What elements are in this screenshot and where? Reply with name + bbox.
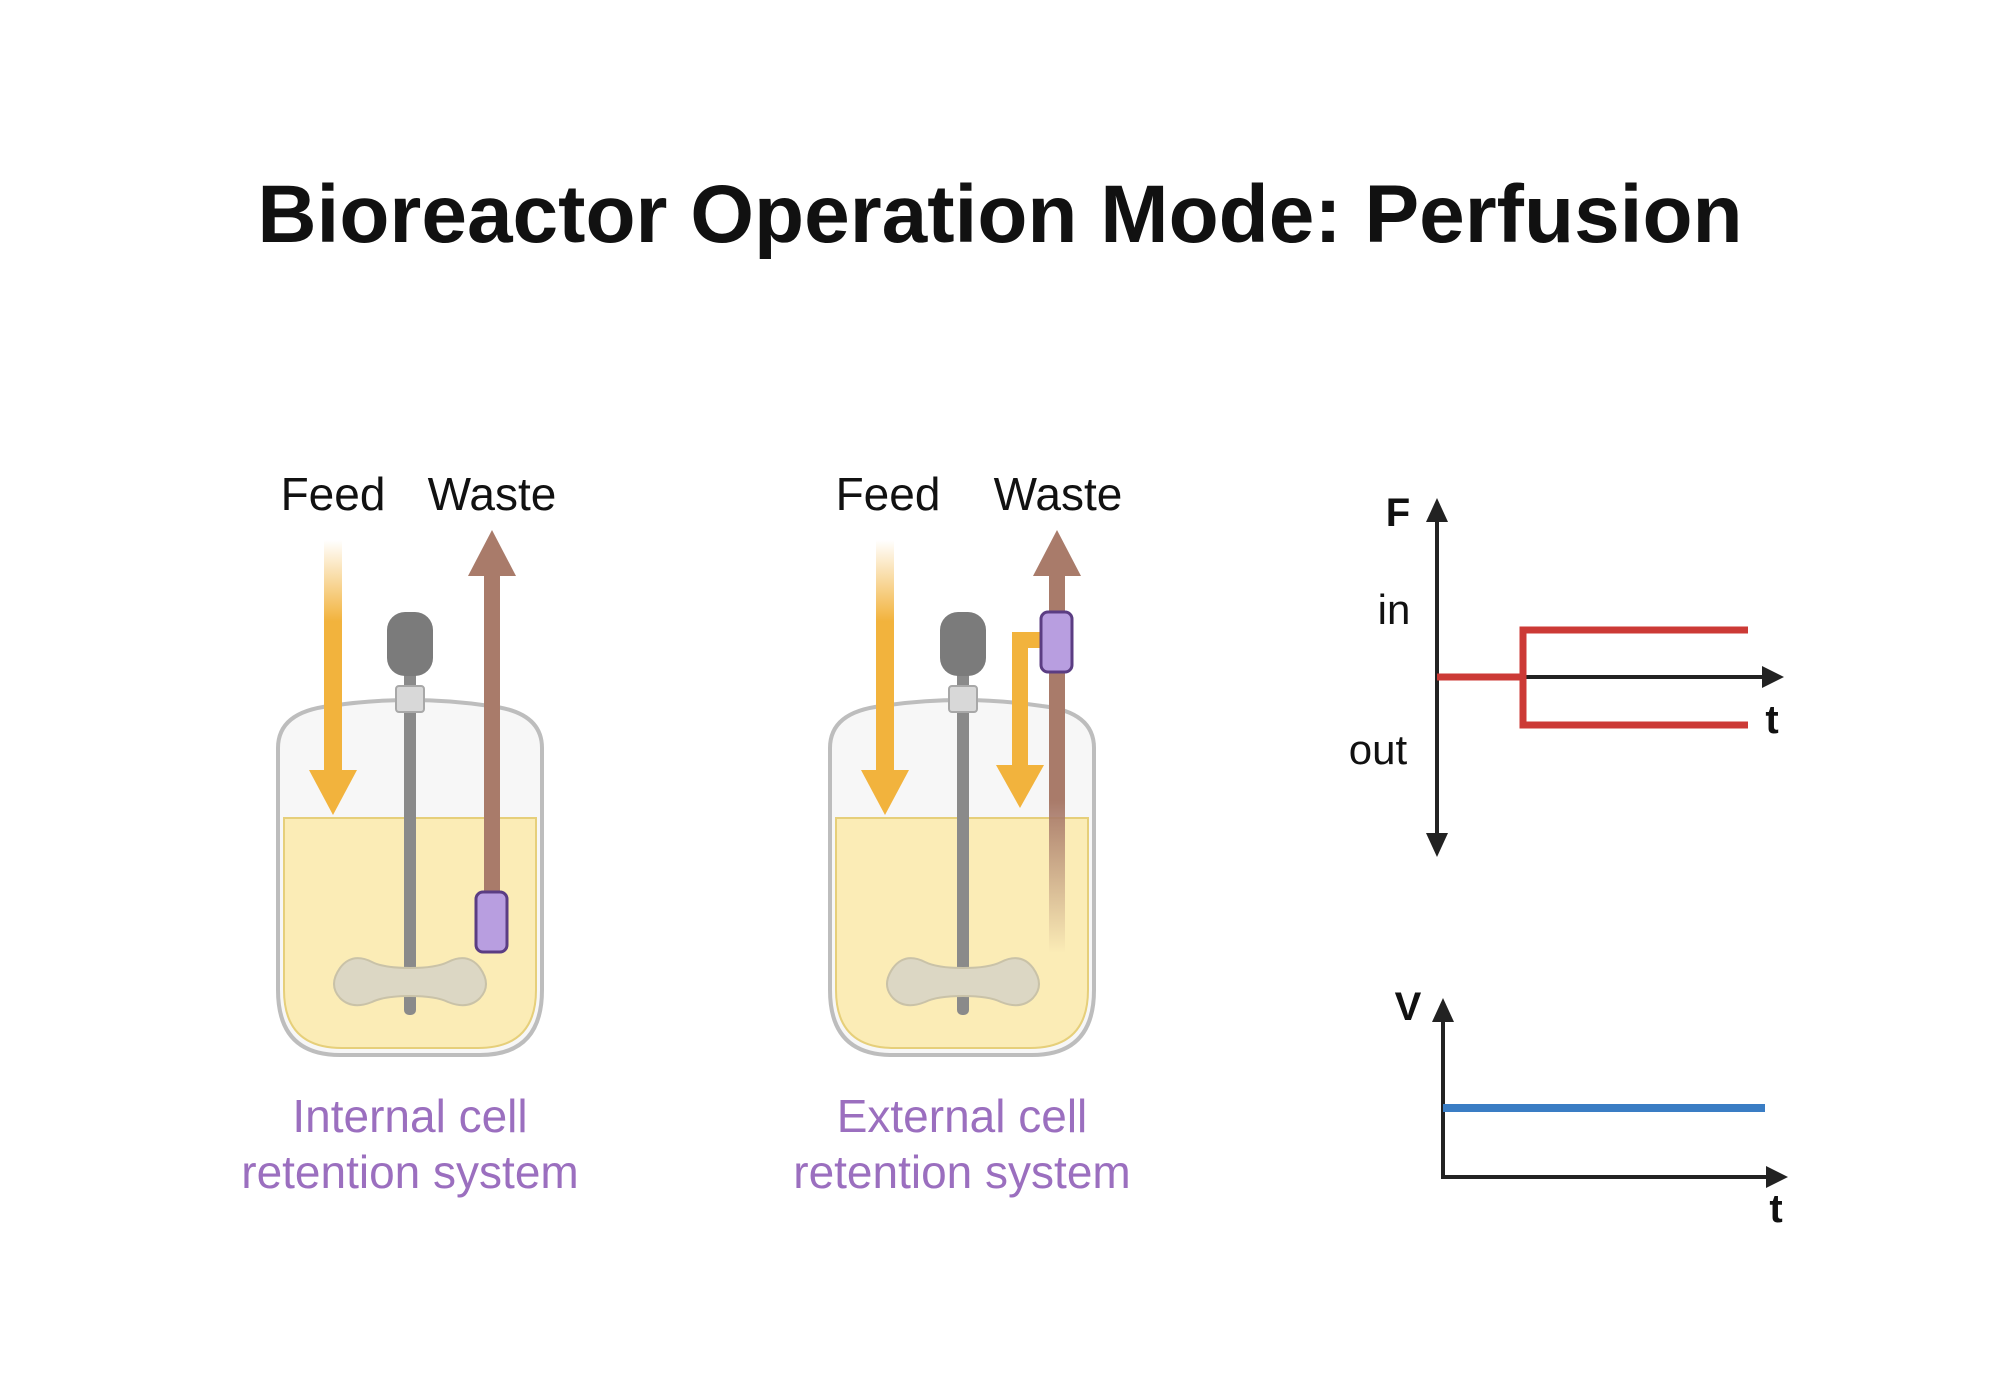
waste-label: Waste [428, 468, 557, 520]
waste-arrow-head [468, 530, 516, 576]
shaft-seal [948, 685, 978, 713]
in-label: in [1378, 586, 1411, 633]
out-label: out [1349, 726, 1408, 773]
agitator-shaft [404, 660, 416, 1015]
bioreactor-internal: Feed Waste Internal cell retention syste… [241, 468, 578, 1198]
feed-arrow-shaft [876, 540, 894, 772]
agitator-shaft [957, 660, 969, 1015]
caption-line-2: retention system [793, 1146, 1130, 1198]
impeller [886, 957, 1040, 1007]
y-axis-label: F [1386, 491, 1410, 535]
x-axis-arrow [1766, 1166, 1788, 1188]
flow-out-line [1519, 677, 1748, 729]
caption-line-1: External cell [837, 1090, 1088, 1142]
y-axis-arrow-down [1426, 833, 1448, 857]
shaft-seal [395, 685, 425, 713]
waste-label: Waste [994, 468, 1123, 520]
motor [940, 612, 986, 676]
cell-return-arrow-head [996, 765, 1044, 808]
y-axis-arrow-up [1432, 998, 1454, 1022]
feed-arrow-shaft [324, 540, 342, 772]
caption-line-1: Internal cell [292, 1090, 527, 1142]
cell-return-line [1012, 632, 1044, 770]
feed-arrow-head [861, 770, 909, 815]
feed-label: Feed [836, 468, 941, 520]
y-axis-label: V [1395, 985, 1422, 1029]
x-axis-label: t [1769, 1187, 1782, 1231]
waste-arrow-shaft [484, 573, 500, 893]
retention-device [474, 890, 509, 954]
y-axis-arrow-up [1426, 498, 1448, 522]
waste-arrow-head [1033, 530, 1081, 576]
bioreactor-external: Feed Waste External cell retention syste… [793, 468, 1130, 1198]
motor [387, 612, 433, 676]
feed-label: Feed [281, 468, 386, 520]
volume-chart: V t [1395, 985, 1788, 1231]
page-title: Bioreactor Operation Mode: Perfusion [257, 169, 1743, 260]
x-axis-label: t [1765, 698, 1778, 742]
retention-device [1039, 610, 1074, 674]
flow-in-line [1437, 626, 1748, 681]
caption-line-2: retention system [241, 1146, 578, 1198]
feed-arrow-head [309, 770, 357, 815]
flow-chart: F in out t [1349, 491, 1784, 857]
x-axis-arrow [1762, 666, 1784, 688]
impeller [333, 957, 487, 1007]
